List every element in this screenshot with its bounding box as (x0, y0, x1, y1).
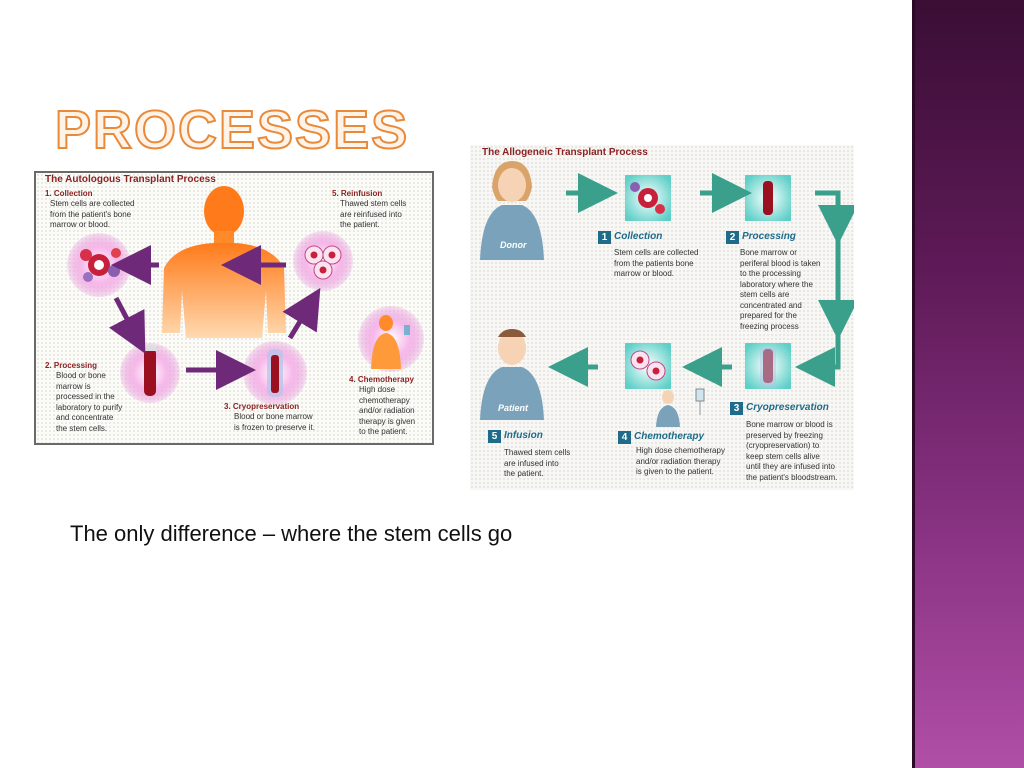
auto-step-cryopreservation: 3. Cryopreservation Blood or bone marrow… (224, 402, 315, 433)
step-number-badge: 2 (726, 231, 739, 244)
auto-step-line: the patient. (340, 220, 380, 229)
step-number-badge: 1 (598, 231, 611, 244)
allo-step-line: prepared for the (740, 311, 797, 320)
allo-step-line: keep stem cells alive (746, 451, 820, 461)
allo-step-line: periferal blood is taken (740, 258, 821, 268)
auto-step-reinfusion: 5. Reinfusion Thawed stem cells are rein… (332, 189, 406, 231)
step-number-badge: 3 (730, 402, 743, 415)
auto-step-line: and/or radiation (359, 406, 415, 415)
allo-step-label: Infusion (504, 430, 543, 441)
auto-step-line: Stem cells are collected (50, 199, 135, 208)
arrow-to-cryopreservation (795, 335, 841, 387)
auto-step-title: 4. Chemotherapy (349, 375, 414, 384)
allo-step-label: Collection (614, 231, 663, 242)
allo-step-line: stem cells are (740, 290, 790, 299)
auto-step-line: are reinfused into (340, 209, 402, 219)
allo-step-line: preserved by freezing (746, 430, 823, 440)
auto-step-line: therapy is given (359, 416, 416, 426)
allogeneic-diagram: The Allogeneic Transplant Process Donor … (470, 145, 854, 490)
allo-step-line: to the processing (740, 269, 801, 278)
allo-step-collection-text: Stem cells are collected from the patien… (614, 248, 698, 280)
auto-step-line: to the patient. (359, 427, 408, 436)
patient-body-silhouette (162, 186, 286, 338)
auto-step-line: High dose (359, 385, 396, 394)
patient-label: Patient (498, 403, 529, 413)
arrow-to-processing (108, 296, 146, 354)
allo-step-line: until they are infused into (746, 462, 835, 471)
allo-step-line: Thawed stem cells (504, 448, 571, 457)
allo-step-infusion-text: Thawed stem cells are infused into the p… (504, 448, 570, 480)
allo-step-line: Stem cells are collected (614, 248, 699, 257)
allo-step-line: High dose chemotherapy (636, 446, 725, 455)
auto-step-collection: 1. Collection Stem cells are collected f… (45, 189, 134, 231)
allo-step-line: laboratory where the (740, 279, 813, 289)
auto-step-line: Blood or bone (56, 371, 106, 380)
slide-subtitle: The only difference – where the stem cel… (70, 521, 513, 546)
slide-title: Processes (54, 100, 410, 160)
auto-step-line: and concentrate (56, 413, 114, 422)
allogeneic-title: The Allogeneic Transplant Process (482, 147, 648, 158)
allo-step-line: the patient's bloodstream. (746, 472, 838, 482)
auto-step-chemotherapy: 4. Chemotherapy High dose chemotherapy a… (349, 375, 415, 438)
allo-step-chemotherapy-text: High dose chemotherapy and/or radiation … (636, 446, 725, 478)
step-number-badge: 5 (488, 430, 501, 443)
allo-step-line: (cryopreservation) to (746, 441, 820, 450)
allo-step-processing-text: Bone marrow or periferal blood is taken … (740, 248, 821, 332)
allo-step-label: Cryopreservation (746, 402, 829, 413)
auto-step-line: laboratory to purify (56, 402, 123, 412)
auto-step-line: marrow or blood. (50, 220, 111, 229)
sidebar-edge (912, 0, 915, 768)
allo-step-line: is given to the patient. (636, 467, 714, 476)
auto-step-title: 2. Processing (45, 361, 98, 370)
decorative-sidebar (912, 0, 1024, 768)
chemotherapy-patient-figure (656, 388, 705, 427)
allo-step-line: and/or radiation therapy (636, 456, 721, 466)
auto-step-line: processed in the (56, 392, 115, 401)
auto-step-line: from the patient's bone (50, 209, 132, 219)
allo-step-label: Processing (742, 231, 796, 242)
allo-step-label: Chemotherapy (634, 431, 705, 442)
allo-step-line: concentrated and (740, 300, 802, 310)
allogeneic-illustration (480, 161, 854, 427)
allo-step-line: freezing process (740, 321, 799, 331)
autologous-diagram: The Autologous Transplant Process 1. Col… (34, 171, 434, 445)
arrow-processing-down (815, 190, 854, 245)
auto-step-line: marrow is (56, 381, 91, 391)
auto-step-processing: 2. Processing Blood or bone marrow is pr… (45, 361, 122, 434)
auto-step-title: 5. Reinfusion (332, 189, 383, 198)
allo-step-line: marrow or blood. (614, 269, 675, 278)
arrow-to-reinfusion (282, 287, 321, 340)
autologous-title: The Autologous Transplant Process (45, 174, 216, 185)
auto-step-title: 3. Cryopreservation (224, 402, 300, 411)
allo-step-line: Bone marrow or (740, 248, 797, 257)
auto-step-title: 1. Collection (45, 189, 93, 198)
auto-step-line: the stem cells. (56, 423, 108, 433)
auto-step-line: Blood or bone marrow (234, 412, 313, 421)
patient-figure (480, 329, 544, 420)
auto-step-line: is frozen to preserve it. (234, 422, 315, 432)
donor-figure (480, 161, 544, 260)
allo-step-line: are infused into (504, 458, 559, 468)
auto-step-line: Thawed stem cells (340, 199, 407, 208)
allo-step-line: Bone marrow or blood is (746, 420, 833, 429)
step-number-badge: 4 (618, 431, 631, 444)
auto-step-line: chemotherapy (359, 395, 410, 405)
allo-step-cryopreservation-text: Bone marrow or blood is preserved by fre… (746, 420, 837, 483)
autologous-illustration (67, 186, 424, 405)
allo-step-line: from the patients bone (614, 258, 694, 268)
donor-label: Donor (500, 240, 527, 250)
allo-step-line: the patient. (504, 469, 544, 478)
